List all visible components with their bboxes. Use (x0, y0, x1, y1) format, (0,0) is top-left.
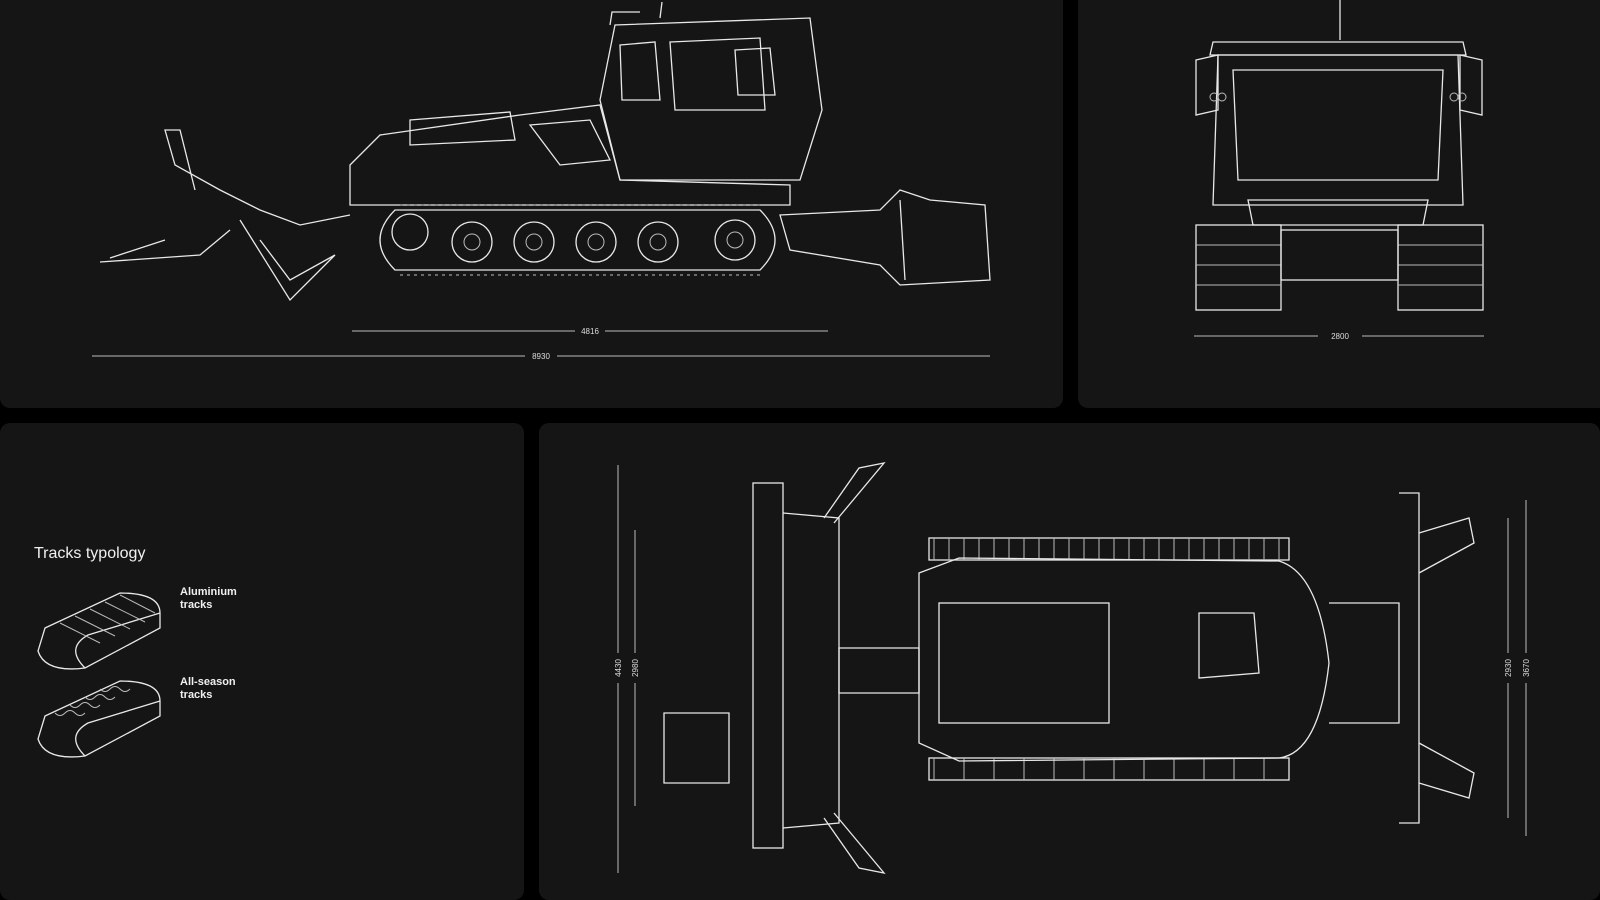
track-icons (37, 592, 161, 758)
all-season-tracks-label: All-season tracks (180, 676, 236, 702)
dim-wheelbase: 4816 (581, 327, 599, 336)
side-view-drawing: 4816 8930 (92, 1, 991, 361)
road-wheels (391, 213, 756, 263)
dim-right-inner: 2930 (1504, 659, 1513, 677)
dim-right-outer: 3670 (1522, 659, 1531, 677)
label-line: tracks (180, 599, 213, 611)
dim-left-outer: 4430 (614, 659, 623, 677)
dim-width: 2800 (1331, 332, 1349, 341)
all-season-track-icon (37, 680, 161, 758)
dim-total-length: 8930 (532, 352, 550, 361)
aluminium-track-icon (37, 592, 161, 670)
label-line: tracks (180, 689, 213, 701)
label-line: All-season (180, 676, 236, 688)
top-view-drawing: 4430 2980 2930 3670 (614, 462, 1531, 874)
top-view-panel: 4430 2980 2930 3670 (539, 423, 1600, 900)
front-view-drawing: 2800 (1194, 0, 1484, 341)
right-track (1397, 224, 1484, 311)
tracks-typology-title: Tracks typology (34, 545, 146, 562)
side-view-panel: 4816 8930 (0, 0, 1063, 408)
dim-left-inner: 2980 (631, 659, 640, 677)
front-view-panel: 2800 (1078, 0, 1600, 408)
aluminium-tracks-label: Aluminium tracks (180, 586, 237, 612)
left-track (1195, 224, 1282, 311)
tracks-typology-panel: Tracks typology Aluminium tracks All-sea… (0, 423, 524, 900)
label-line: Aluminium (180, 586, 237, 598)
